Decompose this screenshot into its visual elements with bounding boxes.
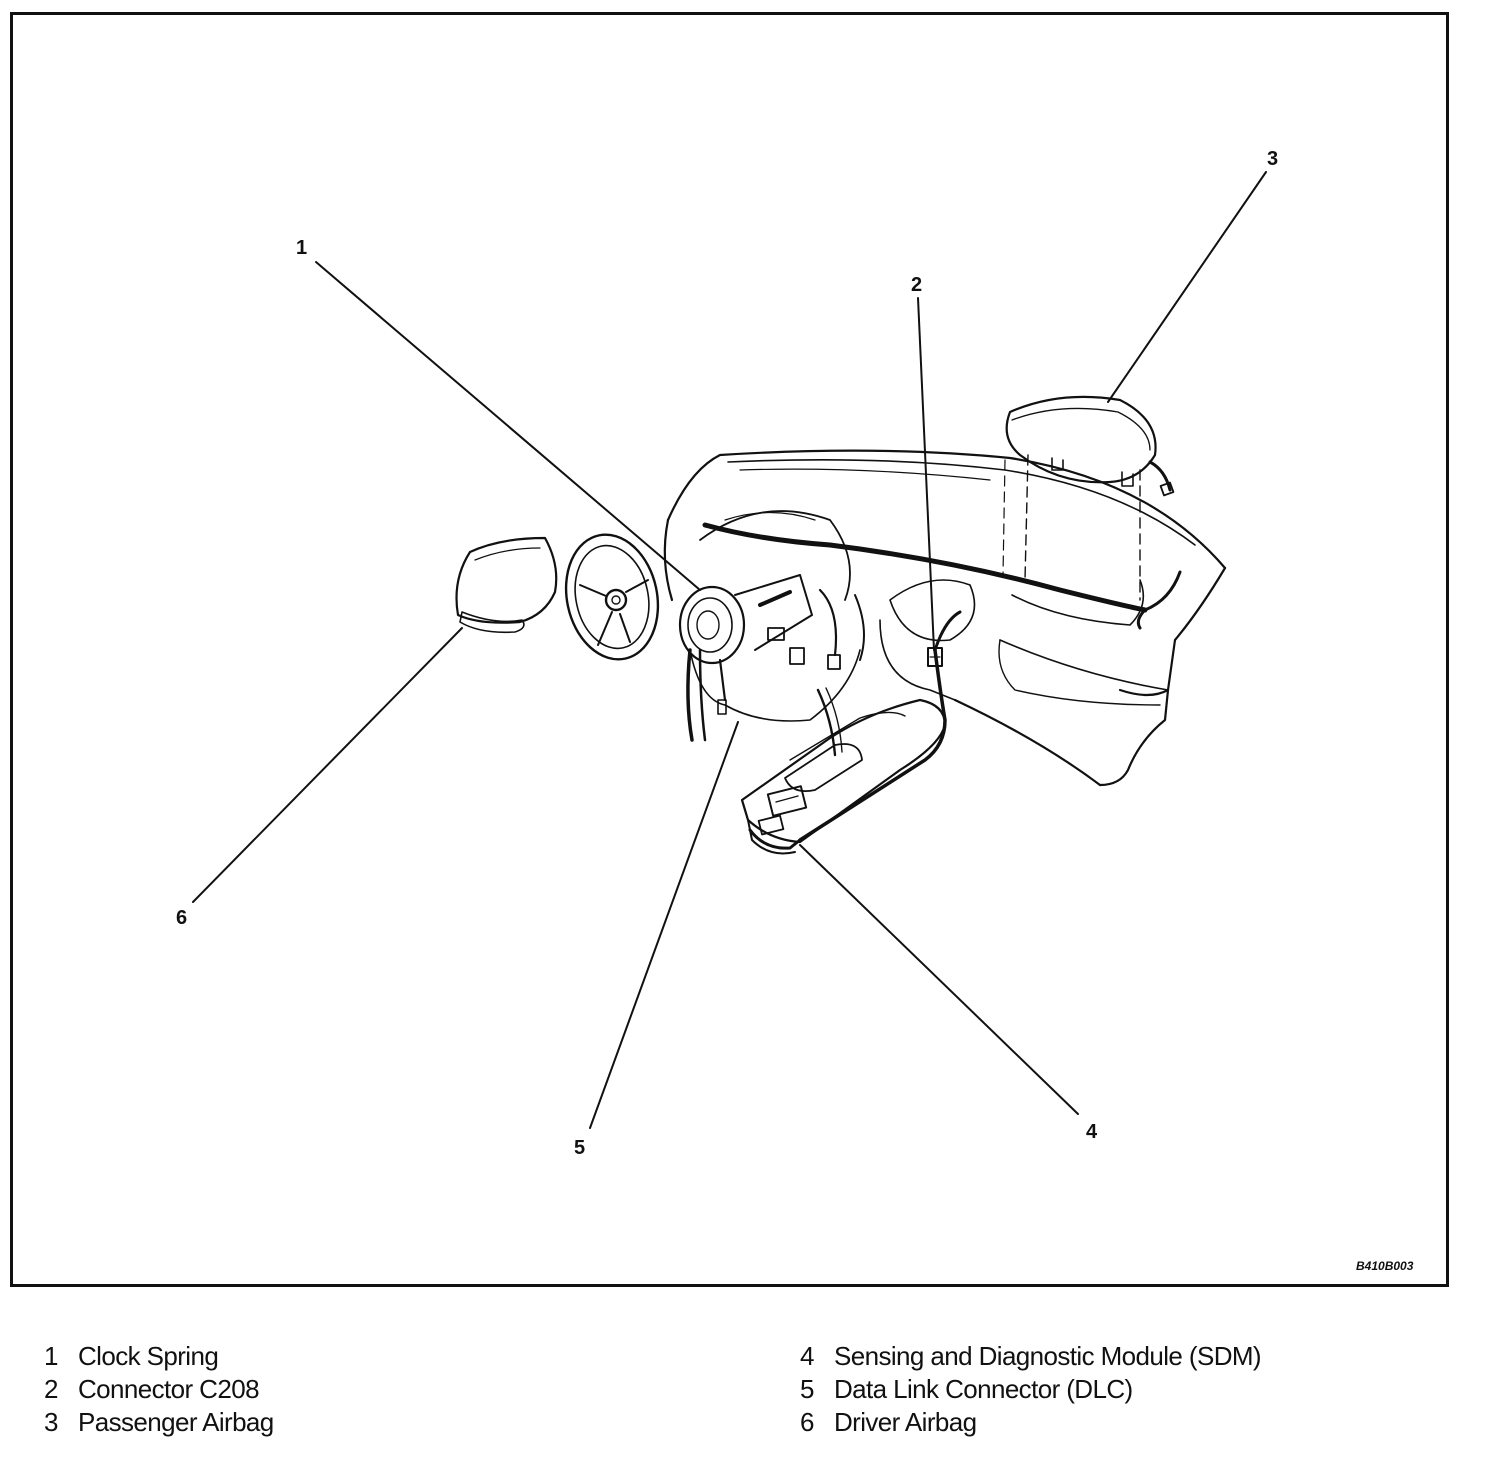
leader-line-3 xyxy=(1107,171,1267,403)
legend-label: Clock Spring xyxy=(78,1341,219,1371)
legend-number: 1 xyxy=(44,1341,58,1371)
driver-airbag-part xyxy=(455,536,558,634)
legend-left-column: 1 Clock Spring 2 Connector C208 3 Passenger… xyxy=(44,1340,274,1439)
legend-label: Connector C208 xyxy=(78,1374,260,1404)
legend-item-2: 2 Connector C208 xyxy=(44,1373,274,1406)
legend-label: Data Link Connector (DLC) xyxy=(834,1374,1133,1404)
legend-right-column: 4 Sensing and Diagnostic Module (SDM) 5 Da… xyxy=(800,1340,1262,1439)
callout-numbers: 1 2 3 4 5 6 xyxy=(176,148,1278,1159)
legend-number: 5 xyxy=(800,1374,814,1404)
leader-line-2 xyxy=(917,297,935,651)
steering-wheel-part xyxy=(564,533,660,661)
callout-number-2: 2 xyxy=(911,274,922,296)
leader-line-6 xyxy=(192,627,463,903)
leader-line-5 xyxy=(589,721,739,1129)
clock-spring-part xyxy=(678,574,865,742)
leader-line-1 xyxy=(315,261,701,591)
callout-number-3: 3 xyxy=(1267,148,1278,170)
legend-item-6: 6 Driver Airbag xyxy=(800,1406,1261,1439)
instrument-panel xyxy=(663,449,1227,787)
callout-number-4: 4 xyxy=(1086,1121,1098,1143)
legend-label: Passenger Airbag xyxy=(78,1407,274,1437)
figure-frame xyxy=(10,12,1449,1287)
legend-number: 6 xyxy=(800,1407,814,1437)
legend-item-3: 3 Passenger Airbag xyxy=(44,1406,274,1439)
callout-number-6: 6 xyxy=(176,907,187,929)
callout-number-1: 1 xyxy=(296,237,307,259)
legend-number: 3 xyxy=(44,1407,58,1437)
console-sdm-part xyxy=(740,687,947,855)
passenger-airbag-part xyxy=(1002,395,1175,626)
legend-item-5: 5 Data Link Connector (DLC) xyxy=(800,1373,1261,1406)
legend-item-4: 4 Sensing and Diagnostic Module (SDM) xyxy=(800,1340,1262,1373)
leader-line-4 xyxy=(799,844,1079,1115)
figure-code: B410B003 xyxy=(1356,1259,1414,1273)
callout-number-5: 5 xyxy=(574,1137,585,1159)
connector-c208-part xyxy=(927,647,943,667)
legend-label: Sensing and Diagnostic Module (SDM) xyxy=(834,1341,1262,1371)
legend-number: 2 xyxy=(44,1374,58,1404)
legend-label: Driver Airbag xyxy=(834,1407,977,1437)
legend-item-1: 1 Clock Spring xyxy=(44,1340,274,1373)
leader-lines xyxy=(192,171,1267,1129)
legend-number: 4 xyxy=(800,1341,814,1371)
